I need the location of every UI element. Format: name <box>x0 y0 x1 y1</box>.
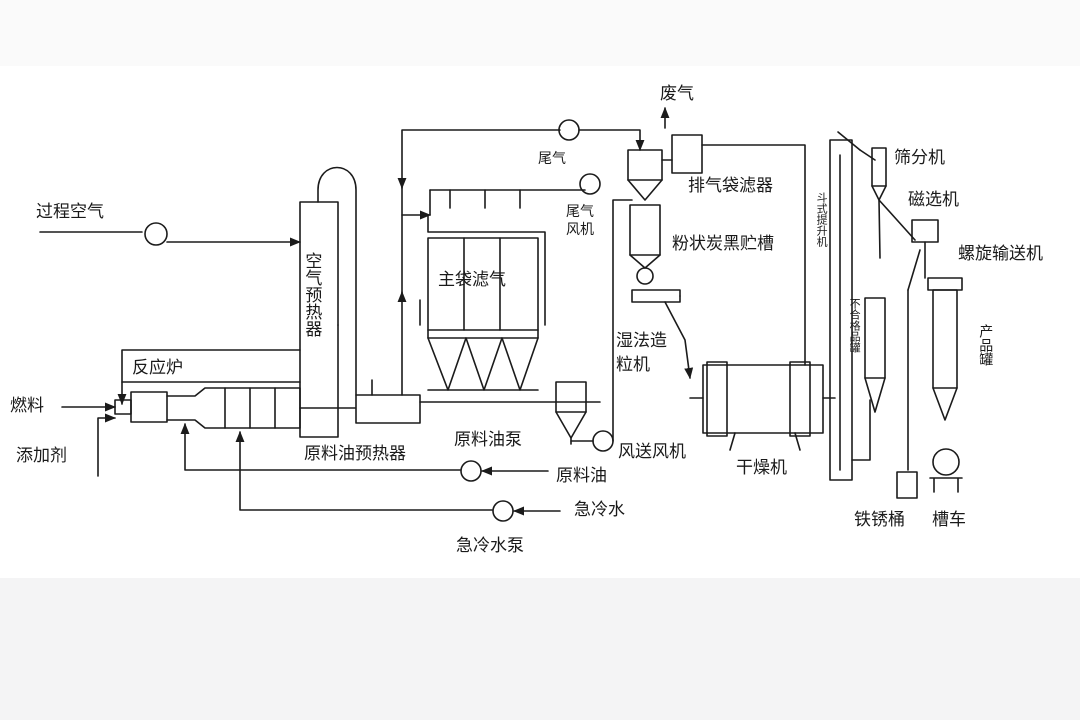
off-spec-tank <box>864 297 918 499</box>
tank-car-icon <box>932 448 960 476</box>
bucket-elevator-label: 斗式提升机 <box>815 192 829 247</box>
fuel-label: 燃料 <box>10 396 44 416</box>
screening-section <box>871 147 939 471</box>
pneumatic-fan-label: 风送风机 <box>618 442 686 462</box>
screening-machine-label: 筛分机 <box>894 148 945 168</box>
feed-oil-pump-small-icon <box>460 460 482 482</box>
main-bag-filter-label: 主袋滤气 <box>438 270 506 290</box>
air-preheater <box>117 166 357 438</box>
powder-carbon-black-tank-label: 粉状炭黑贮槽 <box>672 234 774 254</box>
air-preheater-label: 空气预热器 <box>301 252 322 337</box>
off-spec-tank-label: 不合格品罐 <box>848 298 862 353</box>
cyclone-tank <box>627 106 806 366</box>
feed-oil-label: 原料油 <box>556 466 607 486</box>
tail-gas-fan-icon <box>579 173 601 195</box>
feed-oil-preheater-label: 原料油预热器 <box>304 444 406 464</box>
wet-granulator <box>631 289 694 380</box>
pneumatic-line <box>555 199 633 452</box>
dryer <box>689 361 836 451</box>
product-tank <box>927 277 963 493</box>
top-margin-band <box>0 0 1080 66</box>
reactor-label: 反应炉 <box>132 358 183 378</box>
process-air-line <box>39 222 302 247</box>
dryer-label: 干燥机 <box>736 458 787 478</box>
tail-gas-label: 尾气 <box>538 151 566 167</box>
quench-water-pump-label: 急冷水泵 <box>456 536 524 556</box>
tank-car-label: 槽车 <box>932 510 966 530</box>
quench-water-label: 急冷水 <box>574 500 625 520</box>
reactor <box>114 387 356 429</box>
bottom-margin-band <box>0 578 1080 720</box>
exhaust-bag-filter-label: 排气袋滤器 <box>688 176 773 196</box>
quench-lines <box>180 422 561 522</box>
product-tank-label: 产品罐 <box>977 324 994 366</box>
additive-label: 添加剂 <box>16 446 67 466</box>
exhaust-gas-label: 废气 <box>660 84 694 104</box>
screw-conveyor-label: 螺旋输送机 <box>958 244 1043 264</box>
main-bag-filter <box>419 189 546 391</box>
process-air-blower-icon <box>144 222 168 246</box>
feed-oil-pump-label: 原料油泵 <box>454 430 522 450</box>
wet-granulator-label: 湿法造粒机 <box>616 331 667 375</box>
iron-drum-icon <box>896 471 918 499</box>
fuel-additive-feeds <box>61 402 117 477</box>
tail-gas-fan-top-icon <box>558 119 580 141</box>
quench-water-pump-icon <box>492 500 514 522</box>
process-air-label: 过程空气 <box>36 202 104 222</box>
tail-gas-fan-label: 尾气风机 <box>566 204 594 238</box>
pneumatic-fan-icon <box>592 430 614 452</box>
bucket-elevator <box>829 131 876 481</box>
main-riser <box>397 119 645 303</box>
iron-drum-label: 铁锈桶 <box>854 510 905 530</box>
feed-oil-preheater <box>355 299 601 424</box>
magnetic-separator-label: 磁选机 <box>908 190 959 210</box>
